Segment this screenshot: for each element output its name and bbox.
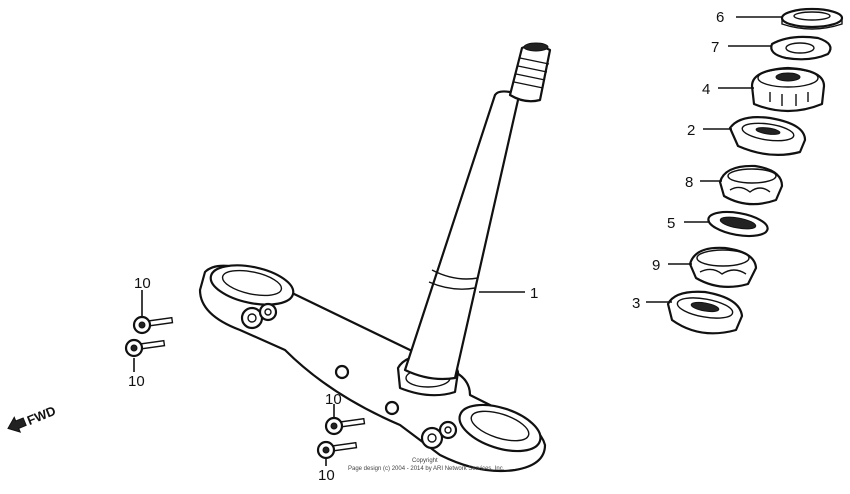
callout-10-upper-left: 10 — [134, 275, 151, 292]
forward-arrow-icon — [7, 416, 27, 433]
callout-9: 9 — [652, 257, 660, 274]
part-3-lower-race[interactable] — [666, 290, 744, 335]
callout-7: 7 — [711, 39, 719, 56]
bolt-10-upper-center[interactable] — [324, 416, 366, 436]
part-7-washer[interactable] — [770, 35, 832, 61]
callout-8: 8 — [685, 174, 693, 191]
bolt-10-lower-center[interactable] — [316, 440, 358, 460]
fwd-label: FWD — [25, 403, 58, 428]
steering-stem-assembly[interactable] — [198, 42, 552, 473]
callout-5: 5 — [667, 215, 675, 232]
copyright-line-1: Copyright — [412, 458, 438, 464]
bolt-10-lower-left[interactable] — [124, 338, 166, 358]
part-5-seal[interactable] — [707, 208, 770, 240]
callout-10-lower-center: 10 — [318, 467, 335, 484]
callout-10-upper-center: 10 — [325, 391, 342, 408]
forward-direction-indicator: FWD — [7, 403, 58, 433]
callout-2: 2 — [687, 122, 695, 139]
part-9-bearing[interactable] — [688, 246, 758, 289]
part-2-upper-race[interactable] — [728, 116, 807, 156]
callout-4: 4 — [702, 81, 710, 98]
callout-10-lower-left: 10 — [128, 373, 145, 390]
part-6-locknut[interactable] — [780, 7, 844, 30]
copyright-line-2: Page design (c) 2004 - 2014 by ARI Netwo… — [348, 466, 505, 472]
callout-1: 1 — [530, 285, 538, 302]
callout-3: 3 — [632, 295, 640, 312]
callout-6: 6 — [716, 9, 724, 26]
part-4-adjust-nut[interactable] — [750, 66, 826, 113]
part-8-bearing[interactable] — [718, 164, 784, 206]
leader-lines — [133, 16, 782, 466]
bolt-10-upper-left[interactable] — [132, 315, 174, 335]
